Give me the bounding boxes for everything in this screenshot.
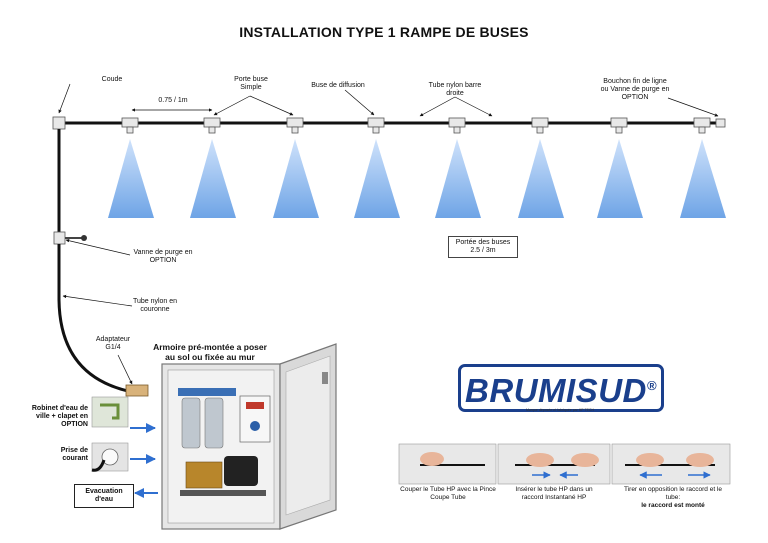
brumisud-logo: BRUMISUD® xyxy=(458,364,664,412)
step-caption: Couper le Tube HP avec la Pince Coupe Tu… xyxy=(400,486,496,501)
spray-cone xyxy=(190,139,236,218)
step-caption: Tirer en opposition le raccord et le tub… xyxy=(623,486,723,509)
spray-cone xyxy=(354,139,400,218)
adapter-fitting xyxy=(125,384,149,397)
nozzle-holder xyxy=(693,117,711,128)
label-nozzle-holder: Porte buse Simple xyxy=(234,76,268,91)
nozzle-holders xyxy=(52,116,726,134)
label-diffusion-nozzle: Buse de diffusion xyxy=(311,82,365,89)
label-end-cap: Bouchon fin de ligne ou Vanne de purge e… xyxy=(600,78,670,101)
cabinet-title: Armoire pré-montée a poser au sol ou fix… xyxy=(153,342,267,362)
spray-cone xyxy=(108,139,154,218)
label-power-socket: Prise de courant xyxy=(60,447,88,462)
spray-cone xyxy=(680,139,726,218)
logo-subtitle: Marque déposée et fabriquée par HP TECH xyxy=(526,408,594,412)
page-title: INSTALLATION TYPE 1 RAMPE DE BUSES xyxy=(239,24,529,40)
step-photos xyxy=(398,443,731,485)
spray-cone xyxy=(435,139,481,218)
motor xyxy=(224,456,258,486)
cabinet-illustration xyxy=(161,343,337,530)
label-straight-tube: Tube nylon barre droite xyxy=(428,82,482,97)
nozzle-holder xyxy=(531,117,549,128)
label-adapter: Adaptateur G1/4 xyxy=(95,336,131,351)
label-spacing: 0.75 / 1m xyxy=(158,97,188,104)
label-drain: Evacuation d'eau xyxy=(74,484,134,508)
spray-cone xyxy=(273,139,319,218)
filter-cartridge xyxy=(204,397,224,449)
nozzle-holder xyxy=(203,117,221,128)
spray-cone xyxy=(597,139,643,218)
spray-cones xyxy=(108,139,726,218)
pump xyxy=(185,461,223,489)
nozzle-holder xyxy=(286,117,304,128)
end-cap xyxy=(715,118,726,128)
nozzle-holder xyxy=(610,117,628,128)
label-nozzle-range: Portée des buses 2.5 / 3m xyxy=(448,236,518,258)
label-coiled-tube: Tube nylon en couronne xyxy=(132,298,178,313)
label-elbow: Coude xyxy=(101,76,123,83)
purge-valve xyxy=(53,231,66,245)
spray-cone xyxy=(518,139,564,218)
nozzle-holder xyxy=(367,117,385,128)
filter-cartridge xyxy=(181,397,201,449)
label-water-tap: Robinet d'eau de ville + clapet en OPTIO… xyxy=(31,405,88,428)
elbow-fitting xyxy=(52,116,66,130)
step-caption: Insérer le tube HP dans un raccord Insta… xyxy=(515,486,593,501)
nylon-tube-coil xyxy=(57,244,129,393)
nozzle-holder xyxy=(448,117,466,128)
label-purge-valve: Vanne de purge en OPTION xyxy=(133,249,193,264)
tap-illustration xyxy=(91,396,129,428)
nozzle-holder xyxy=(121,117,139,128)
